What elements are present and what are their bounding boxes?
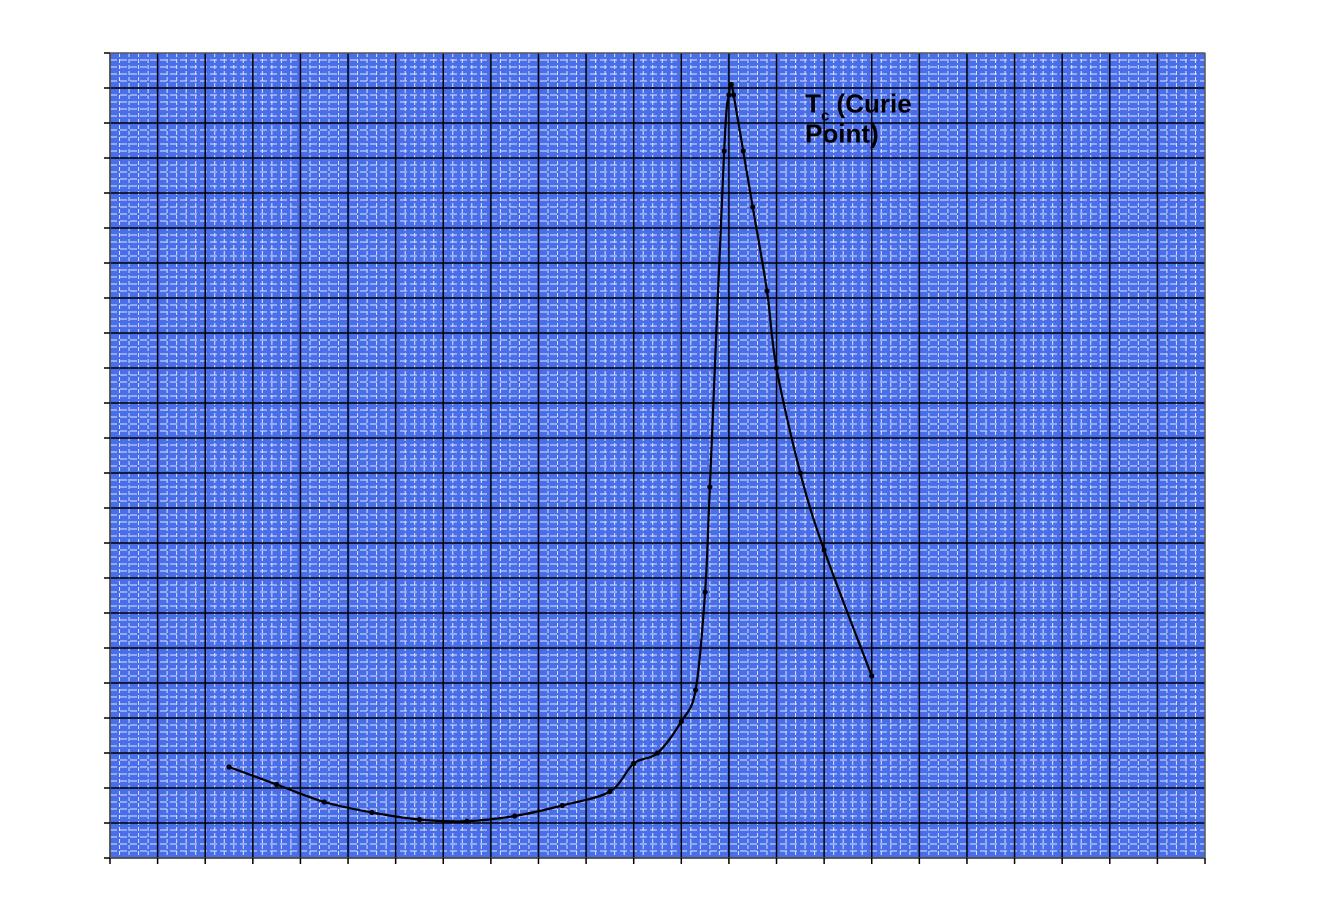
points-layer <box>226 81 875 824</box>
data-point <box>731 92 737 98</box>
data-point <box>707 484 713 490</box>
data-point <box>416 816 423 823</box>
curie-point-annotation-line2: Point) <box>805 119 879 149</box>
annotation-subscript: c <box>821 108 829 125</box>
plot-border <box>109 52 1206 859</box>
data-point <box>369 809 375 816</box>
data-point <box>821 547 827 553</box>
annotation: Tc (Curie Point) <box>805 89 912 149</box>
data-point <box>559 802 565 809</box>
data-point <box>740 148 746 154</box>
axes <box>104 52 1206 864</box>
data-point <box>274 781 280 788</box>
data-point <box>692 687 699 693</box>
data-point <box>869 673 875 679</box>
data-point <box>607 788 613 795</box>
data-point <box>226 764 232 770</box>
data-point <box>321 799 327 805</box>
data-point <box>773 365 780 371</box>
data-point <box>631 760 637 767</box>
data-point <box>797 470 803 476</box>
minor-grid <box>110 53 1205 858</box>
data-point <box>728 81 734 88</box>
data-point <box>654 750 661 756</box>
data-point <box>721 148 727 154</box>
series-line-0 <box>228 83 873 823</box>
plot-area <box>110 53 1205 858</box>
annotation-rest: (Curie <box>829 89 911 119</box>
data-point <box>726 92 732 98</box>
data-point <box>750 204 756 210</box>
data-point <box>702 589 708 595</box>
plot-background <box>110 53 1205 858</box>
data-point <box>764 288 770 294</box>
data-point <box>464 818 470 824</box>
data-point <box>678 718 684 725</box>
annotation-main: T <box>805 89 821 119</box>
data-point <box>512 813 518 819</box>
series-layer <box>228 83 873 823</box>
curie-point-annotation-line1: Tc (Curie <box>805 89 912 125</box>
